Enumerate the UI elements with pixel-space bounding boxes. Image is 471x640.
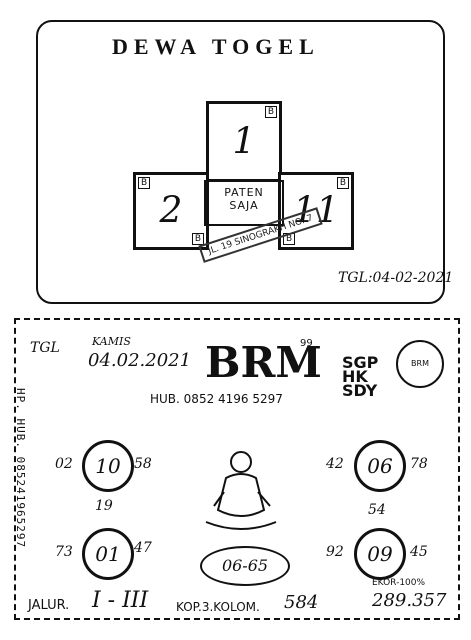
market-hk: HK [342,367,368,386]
number-box-right: B B 11 [278,172,354,250]
tgl-label: TGL [30,340,60,356]
side-number: 54 [368,502,386,518]
corner-mark: B [191,233,204,245]
circle-bottom-left: 01 [82,528,134,580]
corner-mark: B [264,106,277,118]
side-number: 42 [326,456,344,472]
corner-mark: B [138,177,151,189]
hub-line: HUB. 0852 4196 5297 [150,392,283,406]
date-top: TGL:04-02-2021 [338,270,454,286]
circle-number: 10 [95,454,121,478]
brm-logo: BRM [205,338,322,387]
circle-number: 06 [367,454,393,478]
side-number: 78 [410,456,428,472]
market-list: SGP HK SDY [342,353,379,400]
side-number: 73 [55,544,73,560]
ekor-value: 289.357 [372,590,447,611]
jalur-value: I - III [92,588,149,613]
number-box-top: B 1 [206,101,282,182]
oval-number: 06-65 [200,546,290,586]
middle-label-line2: SAJA [229,199,259,212]
ekor-label: EKOR-100% [372,578,426,588]
side-number: 47 [134,540,152,556]
kop-value: 584 [284,592,319,613]
side-number: 92 [326,544,344,560]
hub-side: HP. HUB. 085241965297 [14,388,27,549]
circle-bottom-right: 09 [354,528,406,580]
side-number: 02 [55,456,73,472]
number-box-left: B B 2 [133,172,209,250]
date-bottom: 04.02.2021 [88,350,192,371]
corner-mark: B [283,233,296,245]
brm-stamp: BRM [396,340,444,388]
side-number: 58 [134,456,152,472]
middle-label-line1: PATEN [224,186,264,199]
middle-label: PATEN SAJA [206,186,282,212]
market-sgp: SGP [342,353,379,372]
corner-mark: B [336,177,349,189]
box-number: 1 [232,121,256,162]
top-card [36,20,445,304]
kop-label: KOP.3.KOLOM. [176,600,260,614]
circle-number: 09 [367,542,393,566]
side-number: 19 [95,498,113,514]
side-number: 45 [410,544,428,560]
circle-number: 01 [95,542,121,566]
middle-label-box: PATEN SAJA [204,180,284,226]
box-number: 2 [159,190,183,232]
bottom-card [14,318,460,620]
brand-title: DEWA TOGEL [112,34,320,59]
monk-figure-icon [205,451,277,530]
market-sdy: SDY [342,381,378,400]
day-label: KAMIS [92,335,131,348]
brm-superscript: 99 [300,338,313,349]
circle-top-right: 06 [354,440,406,492]
jalur-label: JALUR. [28,598,70,613]
circle-top-left: 10 [82,440,134,492]
box-number: 11 [293,190,339,232]
